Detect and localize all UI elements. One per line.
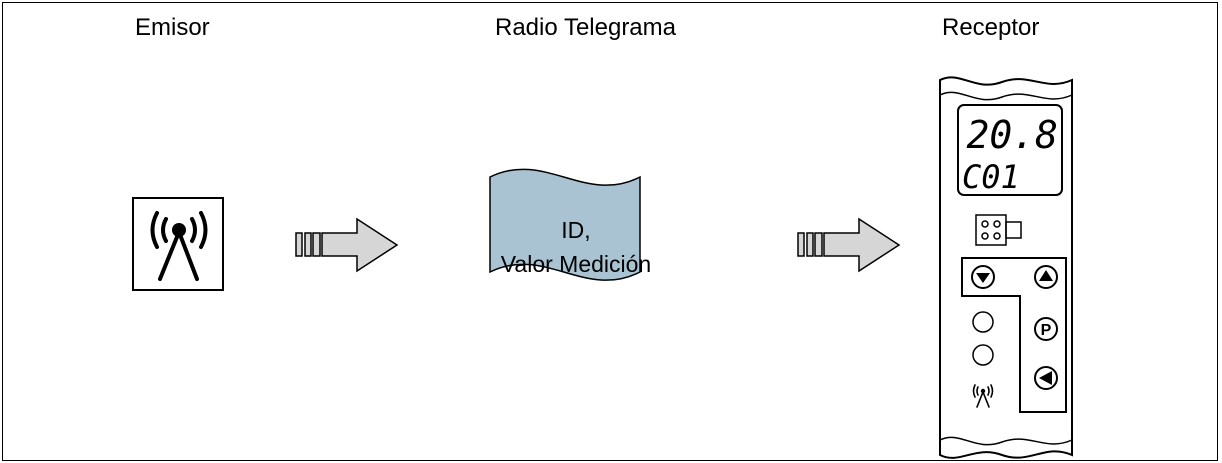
radio-antenna-icon <box>150 211 208 281</box>
sender-label: Emisor <box>135 14 210 41</box>
receiver-device: 20.8 C01 P <box>939 76 1073 459</box>
telegram-line-2: Valor Medición <box>501 251 651 277</box>
arrow-right-icon <box>797 217 901 273</box>
telegram-line-1: ID, <box>561 217 590 243</box>
radio-antenna-icon <box>972 384 994 408</box>
receiver-label: Receptor <box>942 14 1040 41</box>
arrow-right-icon <box>295 217 399 273</box>
sender-device <box>132 197 224 291</box>
lcd-channel: C01 <box>962 158 1020 196</box>
connector-socket <box>975 214 1022 246</box>
led-indicator <box>972 311 994 333</box>
down-arrow-button[interactable] <box>971 265 995 289</box>
program-button[interactable]: P <box>1034 317 1058 341</box>
program-button-label: P <box>1041 322 1052 339</box>
telegram-label: Radio Telegrama <box>495 14 676 41</box>
lcd-display: 20.8 C01 <box>957 104 1063 196</box>
radio-telegram-shape: ID, Valor Medición <box>489 168 651 281</box>
led-indicator <box>972 344 994 366</box>
up-arrow-button[interactable] <box>1034 265 1058 289</box>
lcd-value: 20.8 <box>966 113 1058 157</box>
left-arrow-button[interactable] <box>1034 366 1058 390</box>
